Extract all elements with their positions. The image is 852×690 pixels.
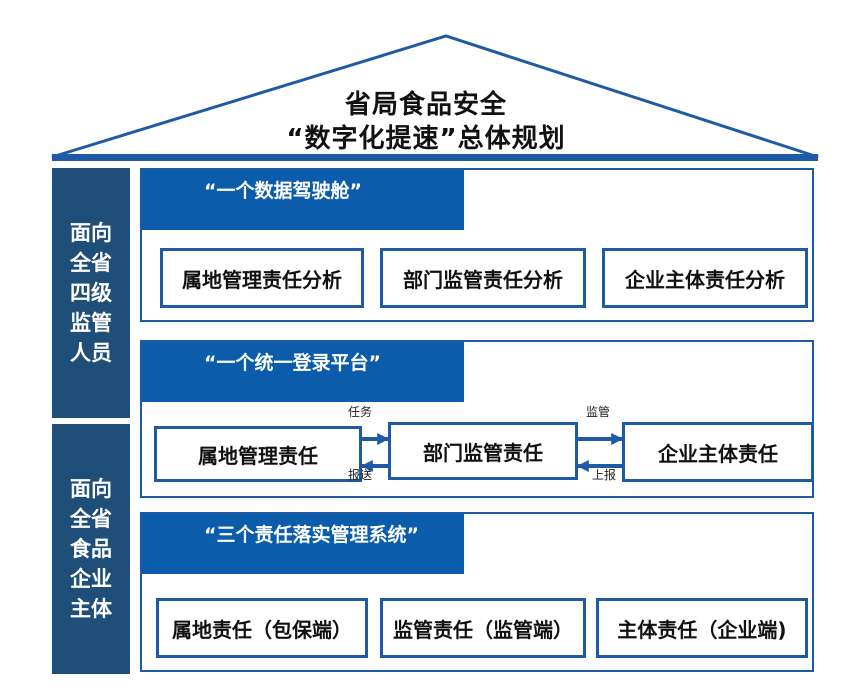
box-department-analysis: 部门监管责任分析 <box>380 248 586 308</box>
roof-beam <box>52 154 818 161</box>
arrow-label-supervise: 监管 <box>586 405 611 419</box>
section-unified-login: “一个统一登录平台” 属地管理责任 部门监管责任 企业主体责任 任务 报送 监管… <box>140 340 814 498</box>
section-title-three-systems: “三个责任落实管理系统” <box>142 514 464 574</box>
box-supervision-system: 监管责任（监管端） <box>380 598 586 658</box>
arrow-label-task: 任务 <box>348 405 373 419</box>
box-enterprise-system: 主体责任（企业端) <box>596 598 808 658</box>
box-department-duty: 部门监管责任 <box>388 422 578 480</box>
roof-title-line1: 省局食品安全 <box>344 90 507 120</box>
box-territorial-system: 属地责任（包保端） <box>156 598 368 658</box>
side-label-regulators: 面向 全省 四级 监管 人员 <box>52 168 130 418</box>
arrow-label-report-up: 上报 <box>592 468 617 482</box>
box-territorial-analysis: 属地管理责任分析 <box>160 248 364 308</box>
section-title-unified-login: “一个统一登录平台” <box>142 342 464 402</box>
section-three-systems: “三个责任落实管理系统” 属地责任（包保端） 监管责任（监管端） 主体责任（企业… <box>140 512 814 672</box>
box-territorial-duty: 属地管理责任 <box>154 426 362 482</box>
box-enterprise-analysis: 企业主体责任分析 <box>602 248 808 308</box>
section-data-cockpit: “一个数据驾驶舱” 属地管理责任分析 部门监管责任分析 企业主体责任分析 <box>140 168 814 322</box>
section-title-data-cockpit: “一个数据驾驶舱” <box>142 170 464 230</box>
roof-title-line2: “数字化提速”总体规划 <box>286 124 566 154</box>
side-label-enterprises: 面向 全省 食品 企业 主体 <box>52 424 130 674</box>
arrow-label-report: 报送 <box>348 468 373 482</box>
box-enterprise-duty: 企业主体责任 <box>622 422 814 482</box>
roof-diagram <box>51 34 819 161</box>
